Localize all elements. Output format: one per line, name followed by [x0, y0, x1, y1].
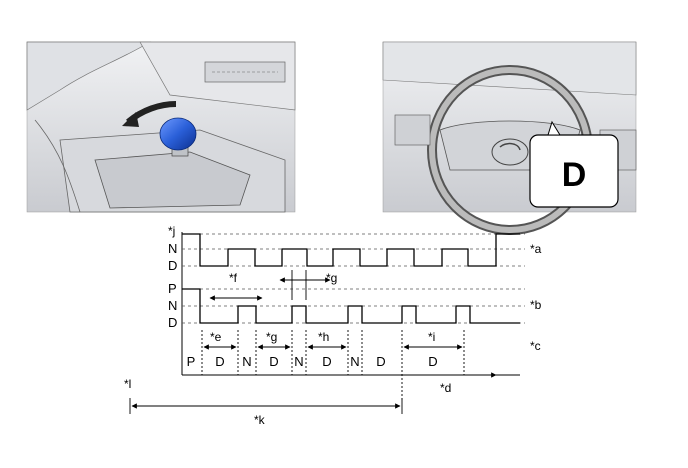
- label-d: *d: [440, 381, 451, 395]
- shift-knob-icon: [159, 117, 197, 151]
- level-mid-p: P: [168, 281, 177, 296]
- position-cell: D: [376, 354, 385, 369]
- label-g-bottom: *g: [266, 330, 277, 344]
- position-cell: N: [294, 354, 303, 369]
- label-j: *j: [168, 224, 175, 238]
- signal-b-waveform: [182, 288, 520, 324]
- position-cell: D: [428, 354, 437, 369]
- label-a: *a: [530, 242, 542, 256]
- level-top-d: D: [168, 258, 177, 273]
- level-mid-d: D: [168, 315, 177, 330]
- level-top-n: N: [168, 241, 177, 256]
- label-i: *i: [428, 330, 435, 344]
- label-e: *e: [210, 330, 222, 344]
- label-c: *c: [530, 339, 541, 353]
- label-g-top: *g: [326, 271, 337, 285]
- label-b: *b: [530, 298, 542, 312]
- level-mid-n: N: [168, 298, 177, 313]
- label-l: *l: [124, 377, 131, 391]
- timing-chart-labels: *j N D P N D *a *b *c *d *e *f *g *g *h …: [124, 224, 542, 427]
- shift-lever-illustration: [26, 41, 296, 213]
- position-cell: N: [350, 354, 359, 369]
- position-cell: D: [322, 354, 331, 369]
- label-k: *k: [254, 413, 266, 427]
- label-h: *h: [318, 330, 329, 344]
- steering-wheel-illustration: D: [382, 41, 637, 235]
- signal-a-waveform: [182, 233, 520, 267]
- label-f: *f: [229, 271, 238, 285]
- position-cell: P: [187, 354, 196, 369]
- position-cell: N: [242, 354, 251, 369]
- meter-display-callout: [529, 134, 619, 208]
- position-cell: D: [215, 354, 224, 369]
- meter-display-letter: D: [562, 156, 587, 194]
- timing-chart: [129, 232, 525, 414]
- position-cell: D: [269, 354, 278, 369]
